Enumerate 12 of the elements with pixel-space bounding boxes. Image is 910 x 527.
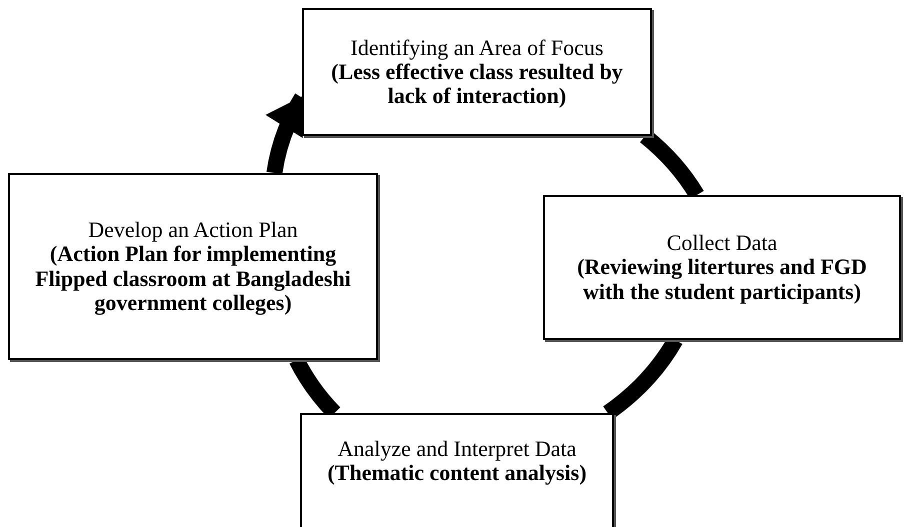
step-box	[302, 8, 652, 136]
step-title: Collect Data	[666, 231, 778, 256]
step-description: (Reviewing litertures and FGD with the student participants)	[576, 255, 868, 304]
step-box	[543, 195, 901, 340]
step-title: Identifying an Area of Focus	[350, 36, 604, 60]
step-box	[8, 173, 378, 360]
step-description: (Action Plan for implementing Flipped classroom at Bangladeshi government colleges)	[34, 242, 352, 315]
step-title: Develop an Action Plan	[88, 218, 298, 242]
step-description: (Thematic content analysis)	[327, 461, 587, 486]
step-box	[300, 413, 614, 527]
step-title: Analyze and Interpret Data	[338, 437, 576, 462]
step-description: (Less effective class resulted by lack of interaction)	[330, 60, 624, 108]
